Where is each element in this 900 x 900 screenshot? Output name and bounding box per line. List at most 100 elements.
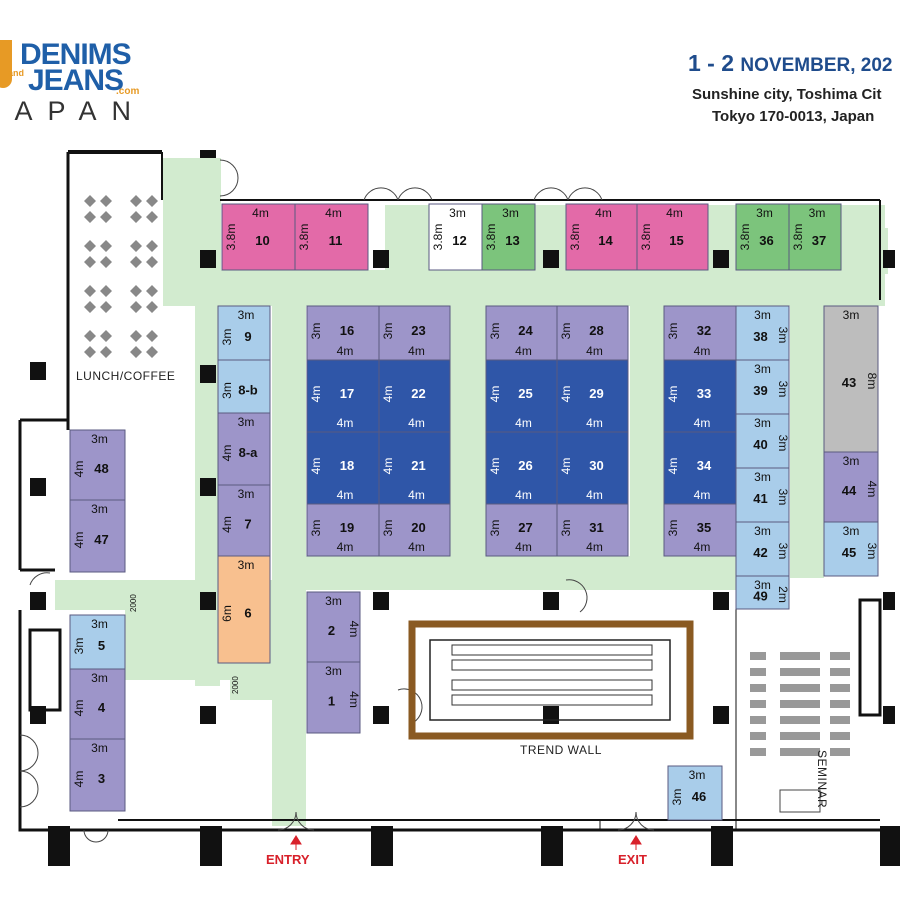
- booth-8-b-shape: [217, 359, 271, 414]
- booth-46-number: 46: [692, 789, 706, 804]
- booth-38-width: 3m: [754, 308, 771, 322]
- booth-25-number: 25: [518, 386, 532, 401]
- booth-48-width: 3m: [91, 432, 108, 446]
- exit-label[interactable]: EXIT: [618, 852, 647, 867]
- booth-16-shape: [306, 305, 380, 361]
- booth-14-width: 4m: [595, 206, 612, 220]
- seminar-chairs: [750, 652, 850, 813]
- booth-41-width: 3m: [754, 470, 771, 484]
- booth-46-shape: [667, 765, 723, 821]
- booth-46-width: 3m: [689, 768, 706, 782]
- booth-30-depth: 4m: [559, 458, 573, 475]
- booth-18-number: 18: [340, 458, 354, 473]
- venue-line2: Tokyo 170-0013, Japan: [712, 108, 875, 125]
- booth-46[interactable]: 46 3m 3m: [667, 765, 723, 821]
- booth-12-shape: [428, 203, 483, 271]
- booth-14-shape: [565, 203, 638, 271]
- booth-39-width: 3m: [754, 362, 771, 376]
- booth-35-number: 35: [697, 520, 711, 535]
- booth-26-width: 4m: [515, 488, 532, 502]
- booth-34-shape: [663, 431, 737, 505]
- booth-31-shape: [556, 503, 629, 557]
- entry-label[interactable]: ENTRY: [266, 852, 310, 867]
- booth-38-shape: [735, 305, 790, 361]
- booth-11-depth: 3.8m: [297, 224, 311, 251]
- booth-22-depth: 4m: [381, 386, 395, 403]
- booth-10-depth: 3.8m: [224, 224, 238, 251]
- booth-46-depth: 3m: [670, 789, 684, 806]
- booth-42-shape: [735, 521, 790, 577]
- booth-5-number: 5: [98, 638, 105, 653]
- booth-25-depth: 4m: [488, 386, 502, 403]
- booth-9-number: 9: [244, 329, 251, 344]
- booth-4-shape: [69, 668, 126, 740]
- trend-wall-label: TREND WALL: [520, 743, 602, 757]
- booth-33-depth: 4m: [666, 386, 680, 403]
- booth-34-number: 34: [697, 458, 712, 473]
- booth-12-depth: 3.8m: [431, 224, 445, 251]
- booth-5-shape: [69, 614, 126, 670]
- booth-17-number: 17: [340, 386, 354, 401]
- booth-33-number: 33: [697, 386, 711, 401]
- booth-23-depth: 3m: [381, 323, 395, 340]
- booth-15-number: 15: [669, 233, 683, 248]
- venue-line1: Sunshine city, Toshima Cit: [692, 86, 882, 103]
- booth-19-shape: [306, 503, 380, 557]
- booth-8-a-number: 8-a: [239, 445, 259, 460]
- booth-8-b[interactable]: 8-b3m: [217, 359, 271, 414]
- booth-33-shape: [663, 359, 737, 433]
- booth-34-depth: 4m: [666, 458, 680, 475]
- booth-21-depth: 4m: [381, 458, 395, 475]
- booth-3-width: 3m: [91, 741, 108, 755]
